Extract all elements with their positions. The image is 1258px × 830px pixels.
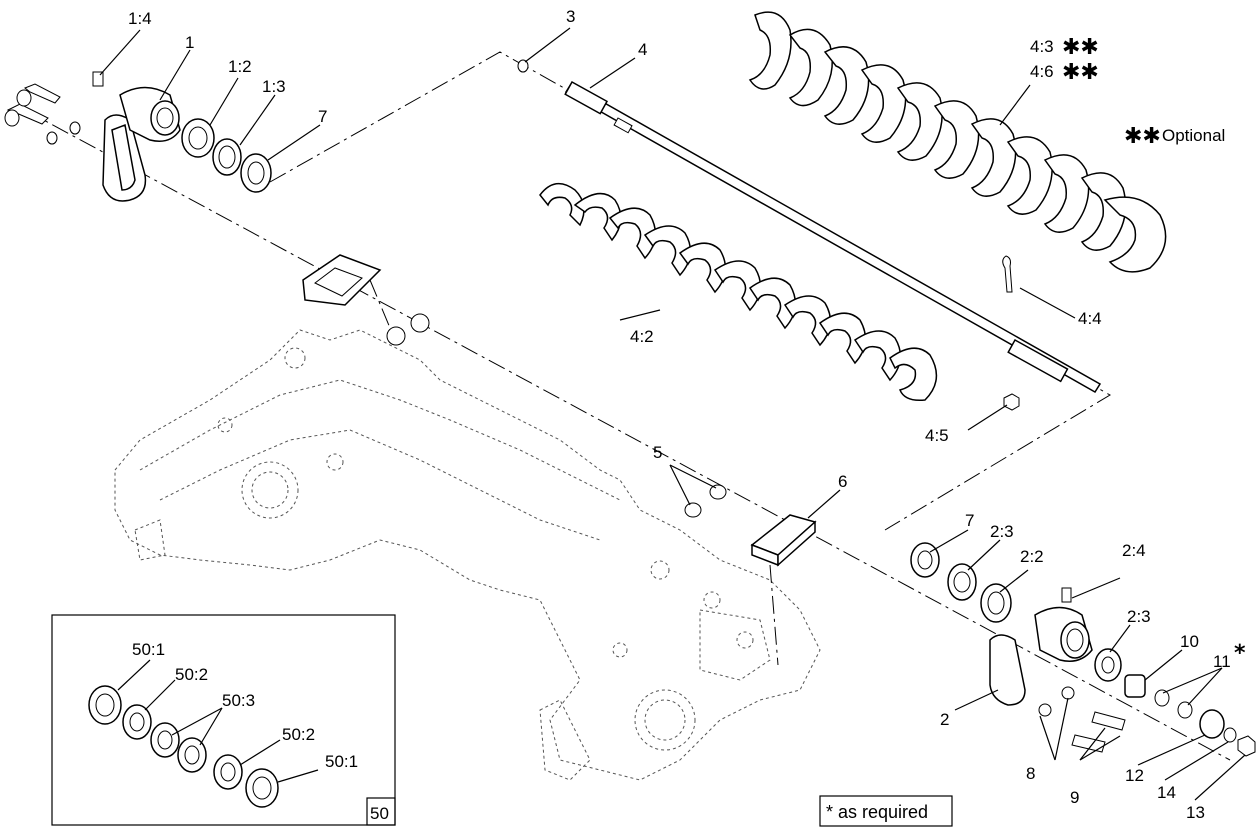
right-side-small-parts — [1038, 648, 1256, 757]
bearing-housing-1 — [92, 71, 181, 202]
label-6: 6 — [838, 472, 847, 491]
inset-50 — [51, 614, 396, 826]
label-4-2: 4:2 — [630, 327, 654, 346]
label-1: 1 — [185, 33, 194, 52]
label-4: 4 — [638, 40, 647, 59]
auger-flight-4-3-4-6 — [748, 11, 1167, 273]
label-50-1-a: 50:1 — [132, 640, 165, 659]
label-10: 10 — [1180, 632, 1199, 651]
label-2-4: 2:4 — [1122, 541, 1146, 560]
bolts-left — [4, 83, 81, 145]
bearing-housing-2 — [989, 587, 1093, 706]
bracket-6 — [750, 514, 817, 567]
label-2-3-b: 2:3 — [1127, 607, 1151, 626]
single-star-11: * — [1234, 641, 1246, 666]
double-star-4-3: ✱✱ — [1062, 35, 1099, 60]
label-9: 9 — [1070, 788, 1079, 807]
mounting-bracket-left — [302, 254, 430, 346]
label-50-2-a: 50:2 — [175, 665, 208, 684]
label-1-3: 1:3 — [262, 77, 286, 96]
label-1-2: 1:2 — [228, 57, 252, 76]
label-12: 12 — [1125, 766, 1144, 785]
callout-labels: 1:4 1 1:2 1:3 7 3 4 4:3 ✱✱ 4:6 ✱✱ ✱✱ Opt… — [128, 7, 1246, 823]
double-star-4-6: ✱✱ — [1062, 60, 1099, 85]
frame-ghost-outline — [114, 329, 821, 781]
label-2-3-a: 2:3 — [990, 522, 1014, 541]
note-as-required: * as required — [819, 795, 953, 827]
label-13: 13 — [1186, 803, 1205, 822]
label-50-2-b: 50:2 — [282, 725, 315, 744]
double-star-optional: ✱✱ — [1124, 124, 1161, 149]
label-50-1-b: 50:1 — [325, 752, 358, 771]
label-optional: Optional — [1162, 126, 1225, 145]
pin-4-4 — [1002, 255, 1013, 293]
bearings-right-stack — [910, 542, 1012, 623]
label-2-2: 2:2 — [1020, 547, 1044, 566]
label-7-top: 7 — [318, 107, 327, 126]
label-14: 14 — [1157, 783, 1176, 802]
washers-5 — [684, 484, 727, 518]
washer-3 — [517, 59, 529, 73]
bearings-left-stack — [181, 118, 272, 193]
label-50-3: 50:3 — [222, 691, 255, 710]
auger-flight-4-2 — [539, 182, 938, 402]
note-as-required-text: * as required — [826, 802, 928, 822]
nut-4-5 — [1003, 393, 1020, 411]
label-5: 5 — [653, 443, 662, 462]
label-3: 3 — [566, 7, 575, 26]
label-2: 2 — [940, 710, 949, 729]
label-4-5: 4:5 — [925, 426, 949, 445]
label-1-4: 1:4 — [128, 9, 152, 28]
label-4-4: 4:4 — [1078, 309, 1102, 328]
label-4-3: 4:3 — [1030, 37, 1054, 56]
shaft-4 — [564, 80, 1102, 394]
label-11: 11 — [1213, 652, 1231, 671]
label-8: 8 — [1026, 764, 1035, 783]
leader-lines — [99, 27, 1246, 801]
label-7-bottom: 7 — [965, 511, 974, 530]
label-4-6: 4:6 — [1030, 62, 1054, 81]
label-50: 50 — [370, 804, 389, 823]
